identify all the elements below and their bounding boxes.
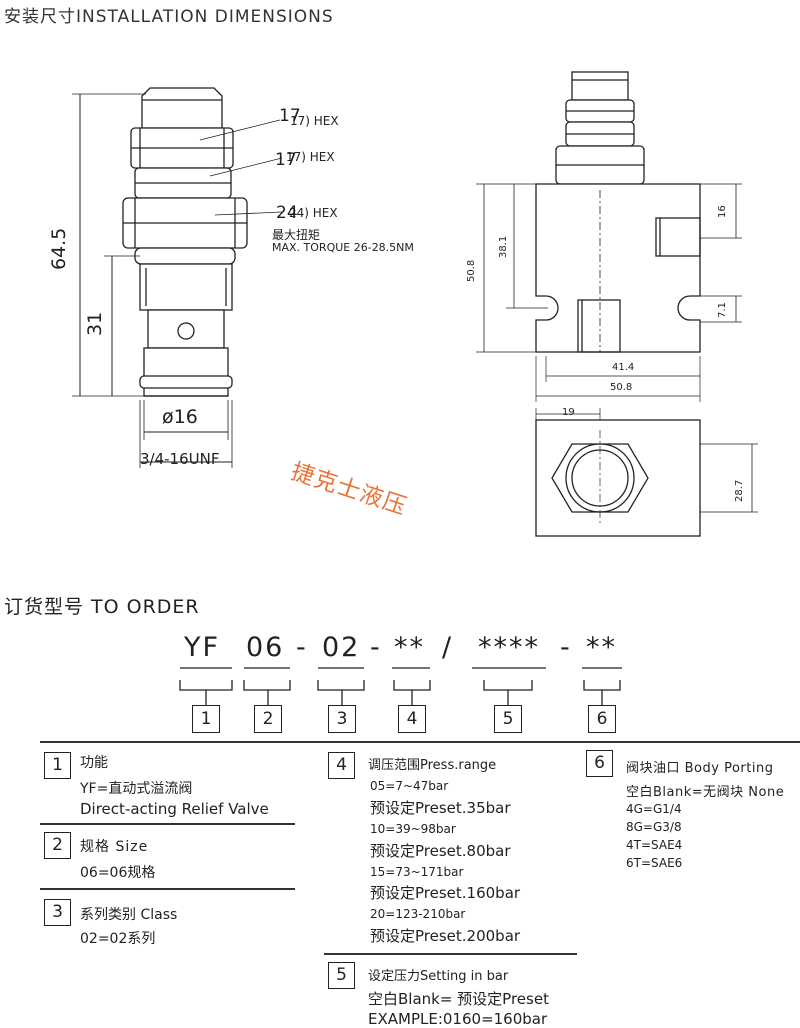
legend-4-line6: 预设定Preset.160bar: [370, 884, 521, 902]
legend-5-line2: EXAMPLE:0160=160bar: [368, 1010, 548, 1028]
dim-thread-length: 31: [84, 311, 106, 336]
code-box-5: 5: [494, 705, 522, 733]
legend-4-line2: 预设定Preset.35bar: [370, 799, 511, 817]
dim-28-7: 28.7: [734, 479, 745, 502]
legend-rule-4: [324, 953, 577, 955]
dim-7-1: 7.1: [717, 302, 728, 318]
hex1-size: 17: [279, 106, 301, 126]
legend-6-port-2: 8G=G3/8: [626, 820, 682, 834]
code-slash: /: [442, 632, 454, 663]
legend-num-1: 1: [44, 752, 71, 779]
code-box-2: 2: [254, 705, 282, 733]
torque-cn: 最大扭矩: [272, 228, 321, 242]
order-title: 订货型号 TO ORDER: [4, 596, 200, 618]
legend-6-port-1: 4G=G1/4: [626, 802, 682, 816]
legend-rule-2: [40, 888, 295, 890]
dim-50-8-horizontal: 50.8: [610, 382, 633, 393]
code-part-1: YF: [184, 632, 221, 663]
legend-num-3: 3: [44, 899, 71, 926]
legend-4-line4: 预设定Preset.80bar: [370, 842, 511, 860]
dim-50-8-vertical: 50.8: [466, 259, 477, 282]
legend-4-line5: 15=73~171bar: [370, 865, 464, 879]
legend-5-title: 设定压力Setting in bar: [368, 969, 509, 984]
legend-4-line7: 20=123-210bar: [370, 907, 466, 921]
legend-num-2: 2: [44, 832, 71, 859]
legend-4-title: 调压范围Press.range: [368, 758, 497, 773]
code-dash-1: -: [296, 632, 308, 663]
legend-2-title: 规格 Size: [80, 839, 149, 855]
torque-en: MAX. TORQUE 26-28.5NM: [272, 241, 414, 254]
hex3-size: 24: [276, 203, 298, 223]
dim-overall-length: 64.5: [48, 227, 70, 270]
code-box-3: 3: [328, 705, 356, 733]
dim-38-1: 38.1: [498, 235, 509, 258]
dim-19: 19: [562, 407, 575, 418]
legend-5-line1: 空白Blank= 预设定Preset: [368, 990, 549, 1008]
legend-num-4: 4: [328, 752, 355, 779]
hex2-size: 17: [275, 150, 297, 170]
hex1-label: 17) HEX: [290, 114, 339, 128]
legend-2-line1: 06=06规格: [80, 865, 156, 881]
code-dash-3: -: [560, 632, 572, 663]
legend-1-title: 功能: [80, 755, 108, 771]
legend-4-line8: 预设定Preset.200bar: [370, 927, 521, 945]
legend-rule-1: [40, 823, 295, 825]
code-dash-2: -: [370, 632, 382, 663]
diameter-label: ø16: [162, 406, 198, 428]
code-part-3: 02: [322, 632, 361, 663]
legend-6-port-4: 6T=SAE6: [626, 856, 683, 870]
legend-1-line1: YF=直动式溢流阀: [80, 781, 193, 797]
legend-3-line1: 02=02系列: [80, 931, 156, 947]
dim-41-4: 41.4: [612, 362, 635, 373]
code-part-6: **: [586, 632, 617, 663]
code-part-5: ****: [478, 632, 540, 663]
legend-top-rule: [40, 741, 800, 743]
legend-1-line2: Direct-acting Relief Valve: [80, 800, 269, 818]
thread-label: 3/4-16UNF: [140, 450, 220, 468]
legend-4-line1: 05=7~47bar: [370, 779, 449, 793]
code-box-1: 1: [192, 705, 220, 733]
hex3-label: 24) HEX: [289, 206, 338, 220]
code-box-6: 6: [588, 705, 616, 733]
legend-6-line1: 空白Blank=无阀块 None: [626, 785, 785, 800]
dim-16: 16: [717, 205, 728, 218]
code-box-4: 4: [398, 705, 426, 733]
installation-title: 安装尺寸INSTALLATION DIMENSIONS: [4, 7, 334, 27]
hex2-label: 17) HEX: [286, 150, 335, 164]
legend-6-title: 阀块油口 Body Porting: [626, 761, 774, 776]
legend-3-title: 系列类别 Class: [80, 907, 178, 923]
code-part-2: 06: [246, 632, 285, 663]
legend-num-5: 5: [328, 962, 355, 989]
legend-4-line3: 10=39~98bar: [370, 822, 456, 836]
legend-num-6: 6: [586, 750, 613, 777]
legend-6-port-3: 4T=SAE4: [626, 838, 683, 852]
code-part-4: **: [394, 632, 425, 663]
